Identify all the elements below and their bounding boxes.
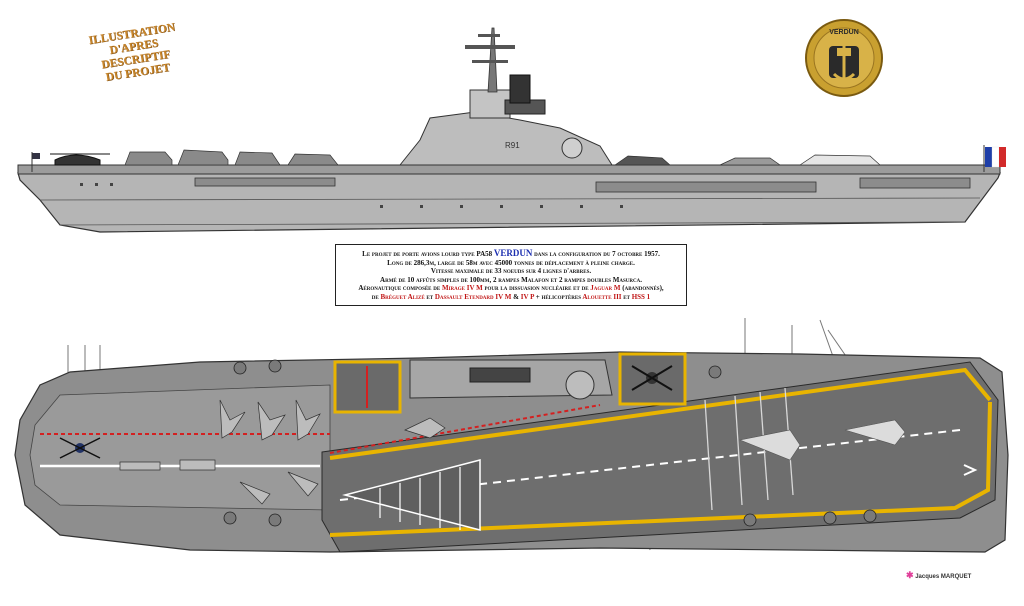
island-superstructure — [398, 111, 613, 166]
hull-marking: R91 — [505, 141, 520, 150]
deck-aircraft-plan — [119, 399, 446, 505]
radar-dome — [565, 370, 595, 400]
gun-mount — [223, 359, 877, 527]
flight-deck-edge — [17, 164, 1001, 175]
aircraft-elevator — [618, 352, 687, 406]
deck-edge-stripe — [329, 367, 992, 460]
caption-text: + hélicoptères — [535, 292, 581, 301]
caption-line: Armé de 10 affûts simples de 100mm, 2 ra… — [380, 275, 642, 284]
signature-star-icon: ✱ — [906, 570, 914, 580]
mirage-aircraft-plan — [738, 419, 906, 461]
caption-text: et — [426, 292, 434, 301]
description-caption: Le projet de porte avions lourd type PA5… — [335, 244, 687, 306]
naval-anchor-emblem-icon: VERDUN — [805, 19, 883, 97]
artist-signature: ✱ Jacques MARQUET — [906, 570, 971, 581]
aircraft-elevator — [333, 360, 402, 414]
emblem-label: VERDUN — [829, 29, 859, 36]
caption-text: de — [371, 292, 379, 301]
caption-text: (abandonnés), — [622, 284, 664, 293]
deck-edge-stripe — [329, 401, 992, 537]
aircraft-name: Bréguet Alizé — [380, 292, 425, 301]
aircraft-name: Mirage IV M — [441, 284, 483, 293]
aircraft-name: Jaguar M — [590, 284, 621, 293]
deck-aircraft-side — [124, 149, 881, 166]
forward-deck — [29, 384, 331, 511]
caption-text: pour la dissuasion nucléaire et de — [484, 284, 589, 293]
landing-chevron — [342, 459, 481, 531]
ship-side-profile: R91 — [17, 27, 1006, 233]
aircraft-name: Dassault Etendard IV M — [434, 292, 512, 301]
aircraft-name: IV P — [520, 292, 535, 301]
caption-text: dans la configuration du 7 octobre 1957. — [534, 250, 660, 258]
runway-centerline — [339, 429, 961, 501]
angled-flight-deck — [321, 361, 999, 553]
helicopter-plan — [59, 365, 673, 459]
caption-text: et — [623, 292, 630, 301]
signature-text: Jacques MARQUET — [915, 574, 972, 580]
caption-text: & — [513, 292, 519, 301]
caption-line: Vitesse maximale de 33 noeuds sur 4 lign… — [430, 267, 592, 276]
deck-direction-arrow — [963, 464, 978, 476]
caption-text: Le projet de porte avions lourd type PA5… — [362, 250, 493, 258]
island-plan — [409, 359, 613, 399]
helicopter-side — [54, 154, 101, 166]
jack-flag-icon — [32, 153, 40, 159]
aircraft-name: HSS 1 — [631, 292, 651, 301]
caption-line: Long de 286,3m, large de 58m avec 45000 … — [387, 258, 635, 267]
ship-name: VERDUN — [493, 248, 533, 258]
caption-text: Aéronautique composée de — [358, 284, 441, 293]
french-flag-icon — [983, 145, 1006, 172]
catapult-track — [329, 404, 601, 454]
hull-plan — [14, 351, 1009, 553]
aircraft-name: Alouette III — [582, 292, 622, 301]
